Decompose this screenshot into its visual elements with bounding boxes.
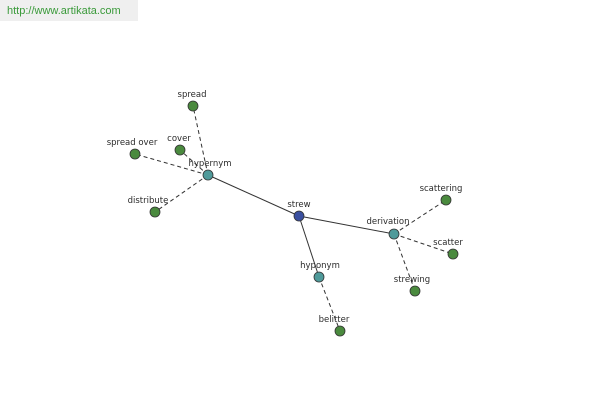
edge-hypernym-distribute (154, 174, 209, 213)
node-scattering-dot[interactable] (440, 194, 452, 206)
node-hypernym[interactable]: hypernym (188, 159, 232, 181)
edge-strew-hyponym (298, 215, 320, 278)
node-belittler[interactable]: belitter (319, 315, 350, 337)
edge-strew-hypernym (207, 174, 300, 217)
node-scatter-label[interactable]: scatter (433, 238, 463, 248)
edge-derivation-scatter (393, 233, 454, 255)
edge-derivation-strewing (393, 233, 416, 292)
edge-strew-derivation (298, 215, 395, 235)
node-strew[interactable]: strew (287, 200, 311, 222)
node-hypernym-dot[interactable] (202, 169, 214, 181)
node-hyponym-dot[interactable] (313, 271, 325, 283)
node-distribute-label[interactable]: distribute (128, 196, 169, 206)
node-spread-over-label[interactable]: spread over (107, 138, 158, 148)
node-derivation[interactable]: derivation (366, 217, 410, 240)
node-belittler-dot[interactable] (334, 325, 346, 337)
node-spread-over-dot[interactable] (129, 148, 141, 160)
edge-hypernym-spread-over (134, 153, 209, 176)
node-strew-label[interactable]: strew (287, 200, 310, 210)
node-hyponym[interactable]: hyponym (300, 261, 340, 283)
node-spread[interactable]: spread (178, 90, 207, 112)
edge-hypernym-spread (192, 105, 209, 176)
node-cover-dot[interactable] (174, 144, 186, 156)
node-hypernym-label[interactable]: hypernym (188, 159, 231, 169)
node-scatter-dot[interactable] (447, 248, 459, 260)
node-scatter[interactable]: scatter (433, 238, 463, 260)
node-strewing[interactable]: strewing (394, 275, 430, 297)
node-distribute[interactable]: distribute (128, 196, 169, 218)
node-belittler-label[interactable]: belitter (319, 315, 350, 325)
node-spread-label[interactable]: spread (178, 90, 207, 100)
node-strew-dot[interactable] (293, 210, 305, 222)
nodes-layer: spread cover spread over distribute belitter… (107, 90, 463, 337)
node-derivation-label[interactable]: derivation (366, 217, 409, 227)
node-scattering[interactable]: scattering (420, 184, 463, 206)
node-cover[interactable]: cover (167, 134, 191, 156)
edge-derivation-scattering (393, 199, 447, 235)
edge-hypernym-cover (179, 149, 209, 176)
node-strewing-dot[interactable] (409, 285, 421, 297)
source-url[interactable]: http://www.artikata.com (0, 0, 138, 21)
edge-hyponym-belittler (318, 276, 341, 332)
node-hyponym-label[interactable]: hyponym (300, 261, 340, 271)
node-spread-over[interactable]: spread over (107, 138, 158, 160)
node-scattering-label[interactable]: scattering (420, 184, 463, 194)
edges-layer (134, 105, 454, 332)
node-spread-dot[interactable] (187, 100, 199, 112)
node-strewing-label[interactable]: strewing (394, 275, 430, 285)
node-derivation-dot[interactable] (388, 228, 400, 240)
node-cover-label[interactable]: cover (167, 134, 191, 144)
node-distribute-dot[interactable] (149, 206, 161, 218)
